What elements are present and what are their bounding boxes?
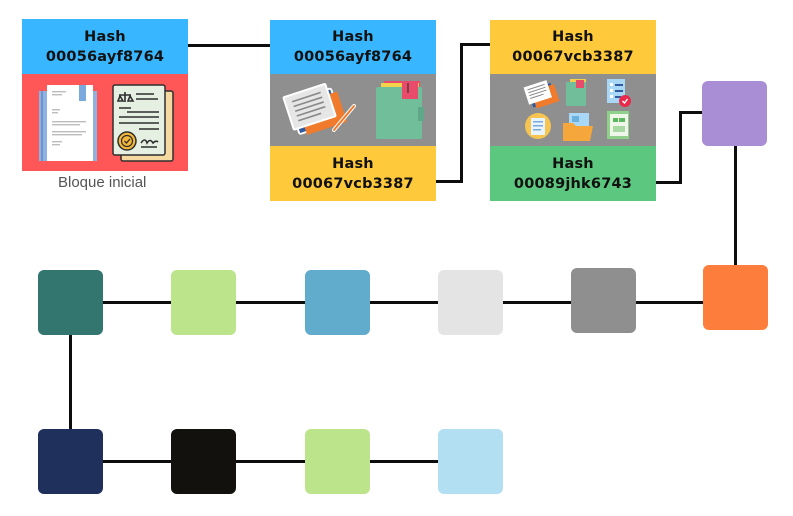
legal-contract-icon (111, 83, 175, 163)
connector-row3 (103, 460, 439, 463)
connector-row2-row3 (69, 334, 72, 430)
connector-block2-block3-v (460, 43, 463, 183)
chain-block-row3-2 (171, 429, 236, 494)
report-icon (607, 111, 629, 139)
hash-value: 00067vcb3387 (292, 175, 414, 192)
hash-value: 00089jhk6743 (513, 175, 633, 192)
block-2-data (270, 74, 436, 146)
checklist-icon (607, 79, 631, 107)
hash-label: Hash (84, 28, 126, 45)
hash-value: 00067vcb3387 (512, 49, 634, 65)
connector-purple-orange (734, 146, 737, 266)
paper-stack-icon (523, 80, 560, 109)
initial-block-body (22, 74, 188, 171)
chain-block-row2-4 (438, 270, 503, 335)
block-3-previous-hash: Hash 00067vcb3387 (490, 20, 656, 74)
chain-block-row3-4 (438, 429, 503, 494)
folder-icon (374, 79, 428, 141)
initial-block-hash-header: Hash 00056ayf8764 (22, 19, 188, 74)
block-2-hash: Hash 00067vcb3387 (270, 146, 436, 201)
folder-icon (566, 79, 586, 106)
block-3-data (490, 74, 656, 146)
connector-row2 (103, 301, 703, 304)
chain-block-row2-3 (305, 270, 370, 335)
hash-label: Hash (332, 155, 374, 172)
connector-block3-purple-v (679, 111, 682, 184)
initial-block: Hash 00056ayf8764 (22, 19, 188, 171)
connector-block2-block3-h2 (460, 43, 490, 46)
chain-block-row2-2 (171, 270, 236, 335)
connector-block3-purple-h1 (656, 181, 682, 184)
open-folder-icon (563, 113, 593, 141)
chain-block-row2-1 (38, 270, 103, 335)
invoice-icon (525, 113, 551, 139)
hash-label: Hash (552, 29, 594, 45)
block-2: Hash 00056ayf8764 (270, 20, 436, 201)
chain-block-row3-3 (305, 429, 370, 494)
initial-block-caption: Bloque inicial (58, 174, 147, 191)
chain-block-row3-1 (38, 429, 103, 494)
hash-label: Hash (332, 29, 374, 45)
hash-value: 00056ayf8764 (45, 48, 165, 65)
block-3: Hash 00067vcb3387 (490, 20, 656, 201)
block-3-hash: Hash 00089jhk6743 (490, 146, 656, 201)
hash-value: 00056ayf8764 (293, 49, 413, 65)
chain-block-orange (703, 265, 768, 330)
block-2-previous-hash: Hash 00056ayf8764 (270, 20, 436, 74)
document-icon (35, 83, 101, 163)
connector-block3-purple-h2 (679, 111, 703, 114)
chain-block-row2-5 (571, 268, 636, 333)
connector-block2-block3-h1 (436, 180, 462, 183)
paper-stack-icon (278, 78, 360, 142)
hash-label: Hash (552, 155, 594, 172)
connector-block1-block2 (188, 44, 270, 47)
chain-block-purple (702, 81, 767, 146)
